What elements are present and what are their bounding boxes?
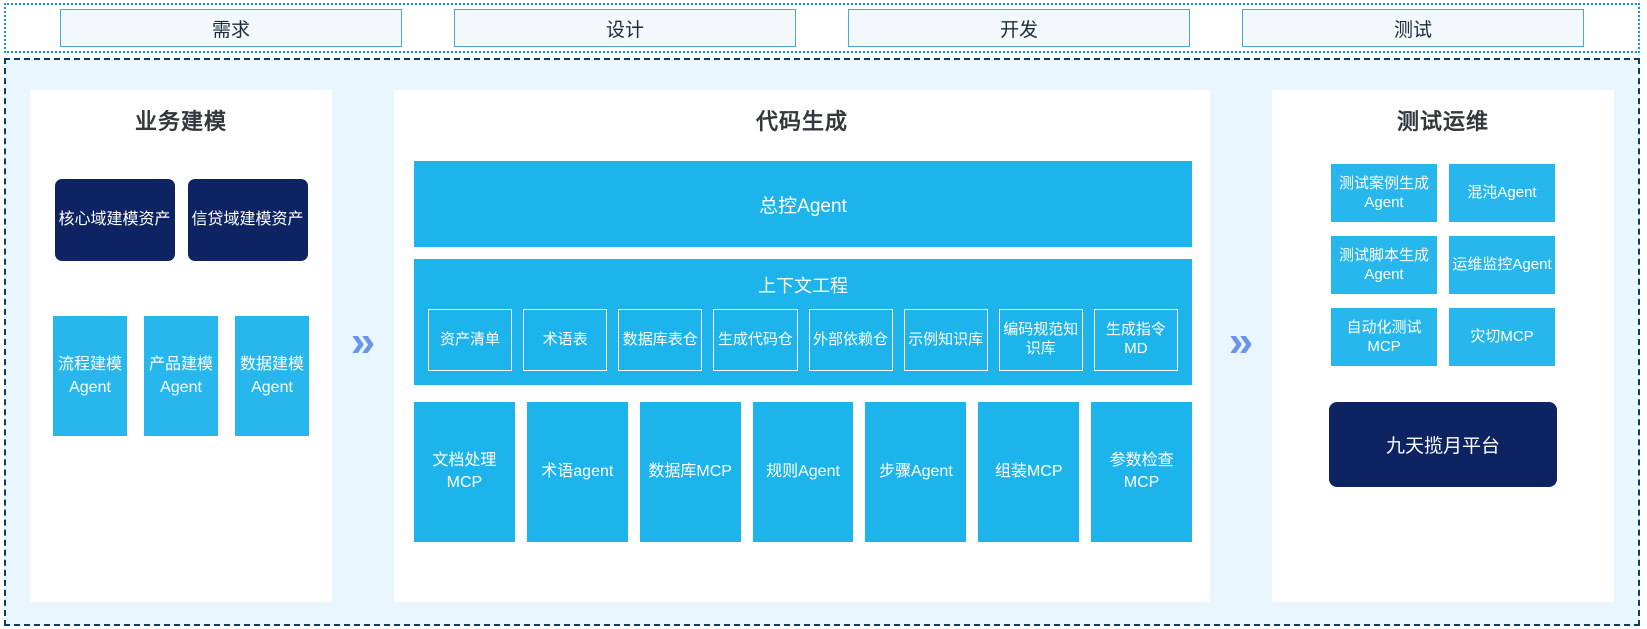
asset-label: 信贷域建模资产 [191, 210, 304, 228]
architecture-container: 业务建模 核心域建模资产 信贷域建模资产 流程建模Agent 产品建模Agent… [4, 58, 1640, 626]
tool-database-mcp[interactable]: 数据库MCP [639, 402, 741, 542]
arrow-glyph: » [1228, 317, 1254, 366]
code-generation-body: 总控Agent 上下文工程 资产清单 术语表 数据库表仓 生成代码仓 [394, 136, 1210, 602]
double-chevron-right-icon-1: » [332, 60, 394, 624]
context-item-example-knowledge-base[interactable]: 示例知识库 [903, 309, 988, 371]
agent-process-modeling[interactable]: 流程建模Agent [53, 316, 127, 436]
tool-parameter-check-mcp[interactable]: 参数检查MCP [1091, 402, 1193, 542]
agent-label: 产品建模Agent [148, 355, 213, 396]
context-item-generated-code-repo[interactable]: 生成代码仓 [713, 309, 798, 371]
asset-label: 核心域建模资产 [58, 210, 171, 228]
context-item-glossary[interactable]: 术语表 [523, 309, 608, 371]
tool-label: 参数检查MCP [1109, 452, 1174, 491]
context-item-label: 生成代码仓 [717, 330, 793, 348]
tool-assembly-mcp[interactable]: 组装MCP [978, 402, 1080, 542]
context-item-label: 生成指令MD [1105, 321, 1166, 357]
ops-label: 测试脚本生成Agent [1338, 246, 1429, 284]
phase-label: 开发 [999, 19, 1038, 41]
panel-test-operations: 测试运维 测试案例生成Agent 混沌Agent 测试脚本生成Agent 运维监… [1272, 90, 1614, 602]
panel-title-test-operations: 测试运维 [1396, 109, 1489, 134]
context-item-generation-instruction-md[interactable]: 生成指令MD [1093, 309, 1178, 371]
context-item-label: 术语表 [542, 330, 588, 348]
ops-disaster-recovery-mcp[interactable]: 灾切MCP [1449, 308, 1555, 366]
tool-label: 组装MCP [994, 463, 1063, 481]
panel-title-code-generation: 代码生成 [755, 109, 848, 134]
panel-title-business-modeling: 业务建模 [134, 109, 227, 134]
panel-business-modeling: 业务建模 核心域建模资产 信贷域建模资产 流程建模Agent 产品建模Agent… [30, 90, 332, 602]
phase-box-requirements[interactable]: 需求 [60, 9, 402, 47]
tool-step-agent[interactable]: 步骤Agent [865, 402, 967, 542]
ops-label: 灾切MCP [1470, 328, 1534, 346]
tool-label: 步骤Agent [878, 463, 953, 481]
context-engineering-block: 上下文工程 资产清单 术语表 数据库表仓 生成代码仓 外部依赖仓 [414, 259, 1192, 385]
phase-label: 设计 [605, 19, 644, 41]
context-engineering-title: 上下文工程 [758, 276, 848, 296]
context-item-label: 编码规范知识库 [1003, 321, 1079, 357]
phase-label: 测试 [1393, 19, 1432, 41]
tool-label: 规则Agent [766, 463, 840, 481]
business-asset-group: 核心域建模资产 信贷域建模资产 [30, 179, 332, 261]
agent-label: 流程建模Agent [57, 355, 122, 396]
context-item-coding-standard-knowledge-base[interactable]: 编码规范知识库 [998, 309, 1083, 371]
ops-label: 运维监控Agent [1452, 256, 1552, 274]
ops-automated-test-mcp[interactable]: 自动化测试MCP [1331, 308, 1437, 366]
tool-glossary-agent[interactable]: 术语agent [526, 402, 628, 542]
arrow-glyph: » [350, 317, 376, 366]
platform-jiutian-lanyue[interactable]: 九天揽月平台 [1329, 402, 1557, 487]
context-item-label: 外部依赖仓 [813, 330, 889, 348]
asset-credit-domain[interactable]: 信贷域建模资产 [187, 179, 308, 261]
master-agent-label: 总控Agent [759, 195, 847, 217]
tool-document-processing-mcp[interactable]: 文档处理MCP [414, 402, 515, 542]
tool-label: 文档处理MCP [432, 452, 497, 491]
phase-box-development[interactable]: 开发 [848, 9, 1190, 47]
ops-label: 测试案例生成Agent [1338, 174, 1429, 212]
context-item-label: 资产清单 [440, 330, 501, 348]
panel-code-generation: 代码生成 总控Agent 上下文工程 资产清单 术语表 数据库表仓 [394, 90, 1210, 602]
codegen-tool-list: 文档处理MCP 术语agent 数据库MCP 规则Agent 步骤Agent 组… [414, 402, 1193, 546]
ops-test-case-generation-agent[interactable]: 测试案例生成Agent [1331, 164, 1437, 222]
ops-chaos-agent[interactable]: 混沌Agent [1449, 164, 1555, 222]
phase-box-design[interactable]: 设计 [454, 9, 796, 47]
tool-label: 术语agent [541, 463, 614, 481]
ops-label: 混沌Agent [1467, 184, 1537, 202]
context-item-label: 数据库表仓 [622, 330, 698, 348]
phase-box-testing[interactable]: 测试 [1242, 9, 1584, 47]
phase-strip: 需求 设计 开发 测试 [4, 3, 1640, 53]
tool-rule-agent[interactable]: 规则Agent [752, 402, 854, 542]
master-control-agent[interactable]: 总控Agent [414, 161, 1192, 247]
business-agent-group: 流程建模Agent 产品建模Agent 数据建模Agent [30, 316, 332, 436]
agent-label: 数据建模Agent [239, 355, 304, 396]
asset-core-domain[interactable]: 核心域建模资产 [54, 179, 175, 261]
context-item-external-dependency-repo[interactable]: 外部依赖仓 [808, 309, 893, 371]
ops-monitoring-agent[interactable]: 运维监控Agent [1449, 236, 1555, 294]
phase-label: 需求 [211, 19, 250, 41]
ops-label: 自动化测试MCP [1346, 318, 1422, 356]
context-item-label: 示例知识库 [908, 330, 984, 348]
context-item-db-table-repo[interactable]: 数据库表仓 [618, 309, 703, 371]
ops-test-script-generation-agent[interactable]: 测试脚本生成Agent [1331, 236, 1437, 294]
test-operations-grid: 测试案例生成Agent 混沌Agent 测试脚本生成Agent 运维监控Agen… [1272, 164, 1614, 366]
agent-data-modeling[interactable]: 数据建模Agent [235, 316, 309, 436]
tool-label: 数据库MCP [648, 463, 732, 481]
platform-label: 九天揽月平台 [1385, 436, 1500, 457]
double-chevron-right-icon-2: » [1210, 60, 1272, 624]
agent-product-modeling[interactable]: 产品建模Agent [144, 316, 218, 436]
context-item-asset-inventory[interactable]: 资产清单 [428, 309, 513, 371]
context-item-list: 资产清单 术语表 数据库表仓 生成代码仓 外部依赖仓 示例知 [428, 309, 1178, 371]
